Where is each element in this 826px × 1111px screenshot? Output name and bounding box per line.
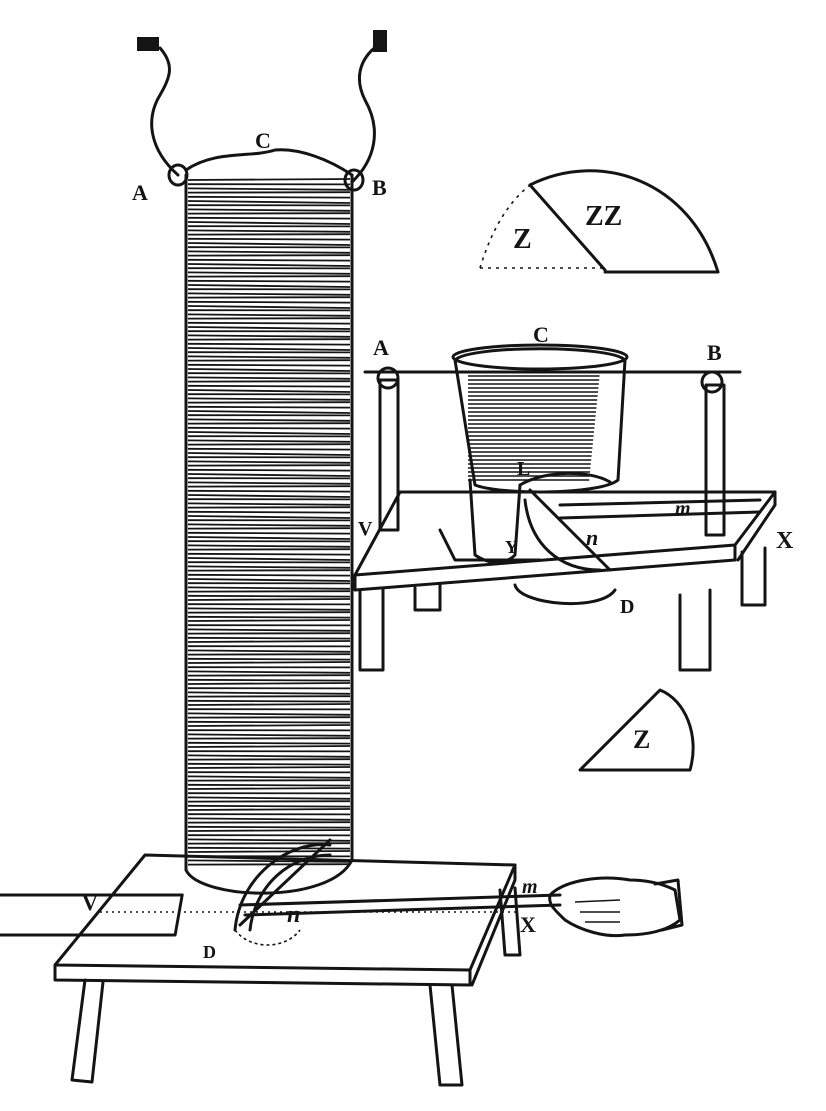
right-terminal-icon: [343, 168, 365, 192]
small-sector: [578, 688, 695, 772]
label-bottom-v: V: [82, 890, 98, 915]
label-small-b: B: [707, 340, 722, 365]
label-bottom-m: m: [522, 876, 538, 898]
label-tall-a: A: [132, 180, 148, 205]
left-terminal-icon: [167, 163, 189, 187]
label-small-d: D: [620, 596, 634, 618]
coil-windings: [187, 178, 351, 866]
label-small-y: Y: [505, 537, 518, 557]
label-sector-z: Z: [513, 224, 532, 255]
label-small-v: V: [358, 518, 373, 540]
label-tall-c: C: [255, 128, 271, 153]
label-small-c: C: [533, 322, 549, 347]
label-bottom-n: n: [287, 902, 300, 928]
right-clip-icon: [373, 30, 387, 52]
label-sector-zz: ZZ: [585, 201, 622, 232]
label-small-n: n: [586, 525, 598, 550]
top-sector: [479, 169, 720, 274]
hand-icon: [548, 876, 684, 938]
tall-coil-wires: [137, 30, 387, 192]
label-bottom-x: X: [520, 912, 536, 937]
label-small-m: m: [675, 498, 691, 520]
labels: C A B V X n m D A B C D L n m V X Y Z ZZ…: [82, 128, 794, 962]
pot-windings: [468, 371, 600, 481]
small-apparatus: [353, 343, 777, 672]
tall-coil: [184, 148, 354, 895]
label-small-sector-z: Z: [633, 725, 650, 754]
label-tall-b: B: [372, 175, 387, 200]
label-small-x: X: [776, 528, 794, 554]
left-clip-icon: [137, 37, 159, 51]
label-bottom-d: D: [203, 942, 216, 962]
label-small-l: L: [517, 458, 530, 480]
bottom-table: [0, 838, 562, 1087]
label-small-a: A: [373, 335, 389, 360]
